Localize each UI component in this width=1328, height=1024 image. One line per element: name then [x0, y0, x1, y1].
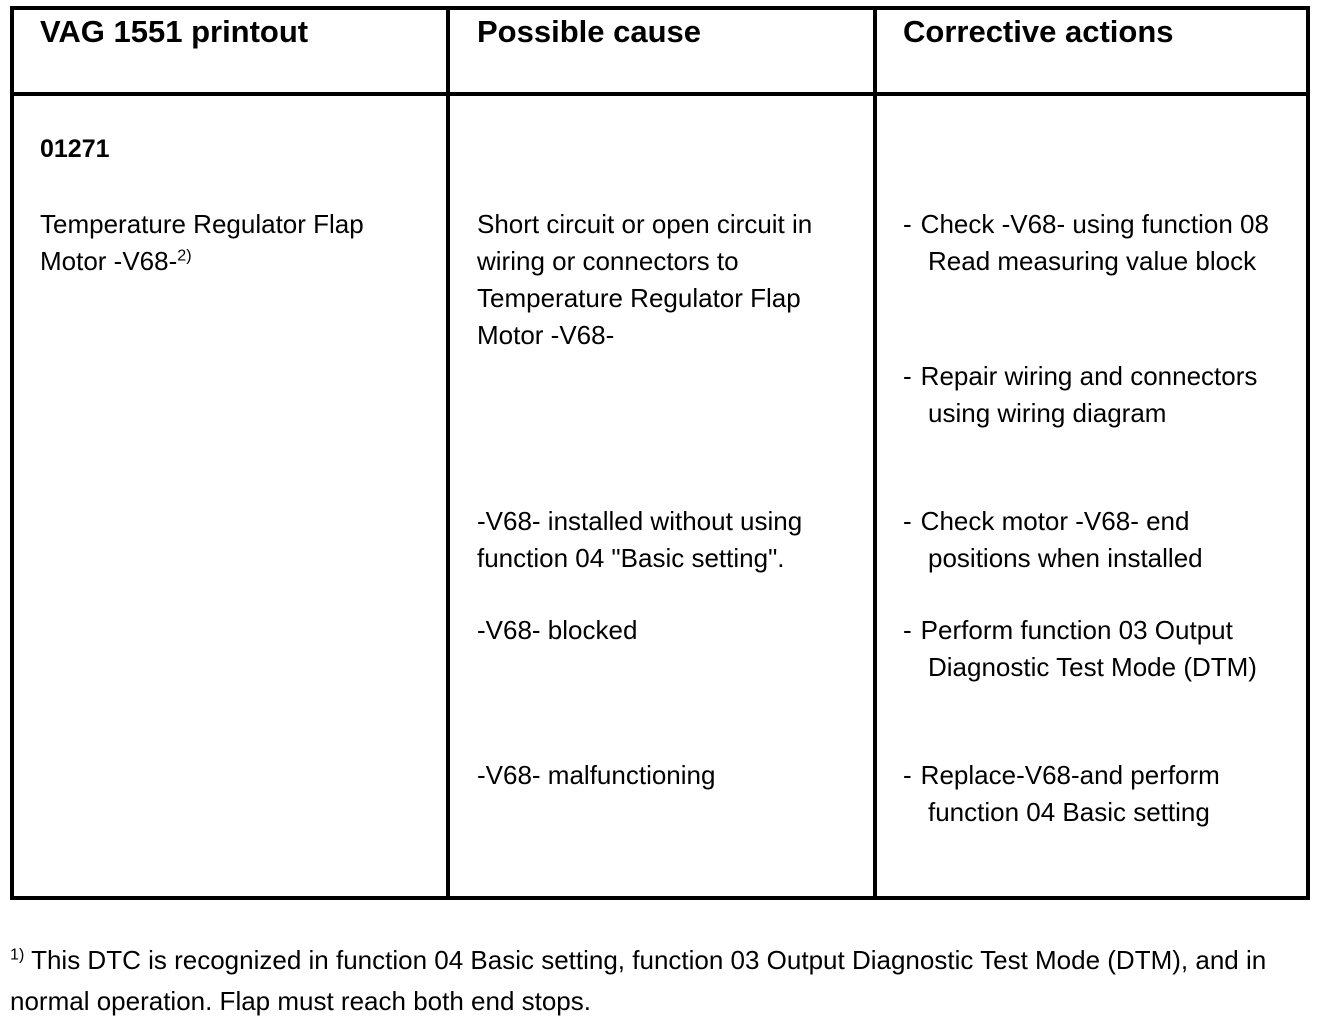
bullet-dash-icon: -	[903, 209, 912, 239]
table-header-possible-cause: Possible cause	[477, 14, 702, 49]
corrective-action-item: -Check motor -V68- end positions when in…	[903, 503, 1293, 577]
possible-cause-item: -V68- installed without using function 0…	[477, 506, 803, 573]
dtc-name-text: Temperature Regulator Flap Motor -V68-	[40, 209, 364, 276]
bullet-dash-icon: -	[903, 615, 912, 645]
table-header-vag-printout: VAG 1551 printout	[40, 14, 309, 49]
corrective-action-item: -Repair wiring and connectors using wiri…	[903, 358, 1293, 432]
corrective-action-text: Repair wiring and connectors using wirin…	[920, 361, 1258, 428]
table-outer-border	[10, 6, 1310, 900]
dtc-code: 01271	[40, 135, 110, 163]
table-header-rule	[10, 92, 1310, 96]
corrective-action-item: -Perform function 03 Output Diagnostic T…	[903, 612, 1293, 686]
possible-cause-item: Short circuit or open circuit in wiring …	[477, 209, 813, 350]
bullet-dash-icon: -	[903, 361, 912, 391]
dtc-name-footnote-marker: 2)	[177, 246, 192, 265]
footnote: 1) This DTC is recognized in function 04…	[10, 940, 1310, 1022]
possible-cause-item: -V68- blocked	[477, 615, 638, 645]
corrective-action-text: Replace-V68-and perform function 04 Basi…	[920, 760, 1220, 827]
corrective-action-text: Perform function 03 Output Diagnostic Te…	[920, 615, 1257, 682]
table-column-divider-1	[446, 6, 450, 900]
bullet-dash-icon: -	[903, 506, 912, 536]
bullet-dash-icon: -	[903, 760, 912, 790]
dtc-name: Temperature Regulator Flap Motor -V68-2)	[40, 206, 430, 280]
table-column-divider-2	[873, 6, 877, 900]
table-header-corrective-actions: Corrective actions	[903, 14, 1174, 49]
corrective-action-item: -Check -V68- using function 08 Read meas…	[903, 206, 1293, 280]
footnote-marker: 1)	[10, 945, 25, 964]
corrective-action-text: Check -V68- using function 08 Read measu…	[920, 209, 1269, 276]
corrective-action-text: Check motor -V68- end positions when ins…	[920, 506, 1203, 573]
footnote-text: This DTC is recognized in function 04 Ba…	[10, 945, 1267, 1016]
possible-cause-item: -V68- malfunctioning	[477, 760, 716, 790]
corrective-action-item: -Replace-V68-and perform function 04 Bas…	[903, 757, 1293, 831]
